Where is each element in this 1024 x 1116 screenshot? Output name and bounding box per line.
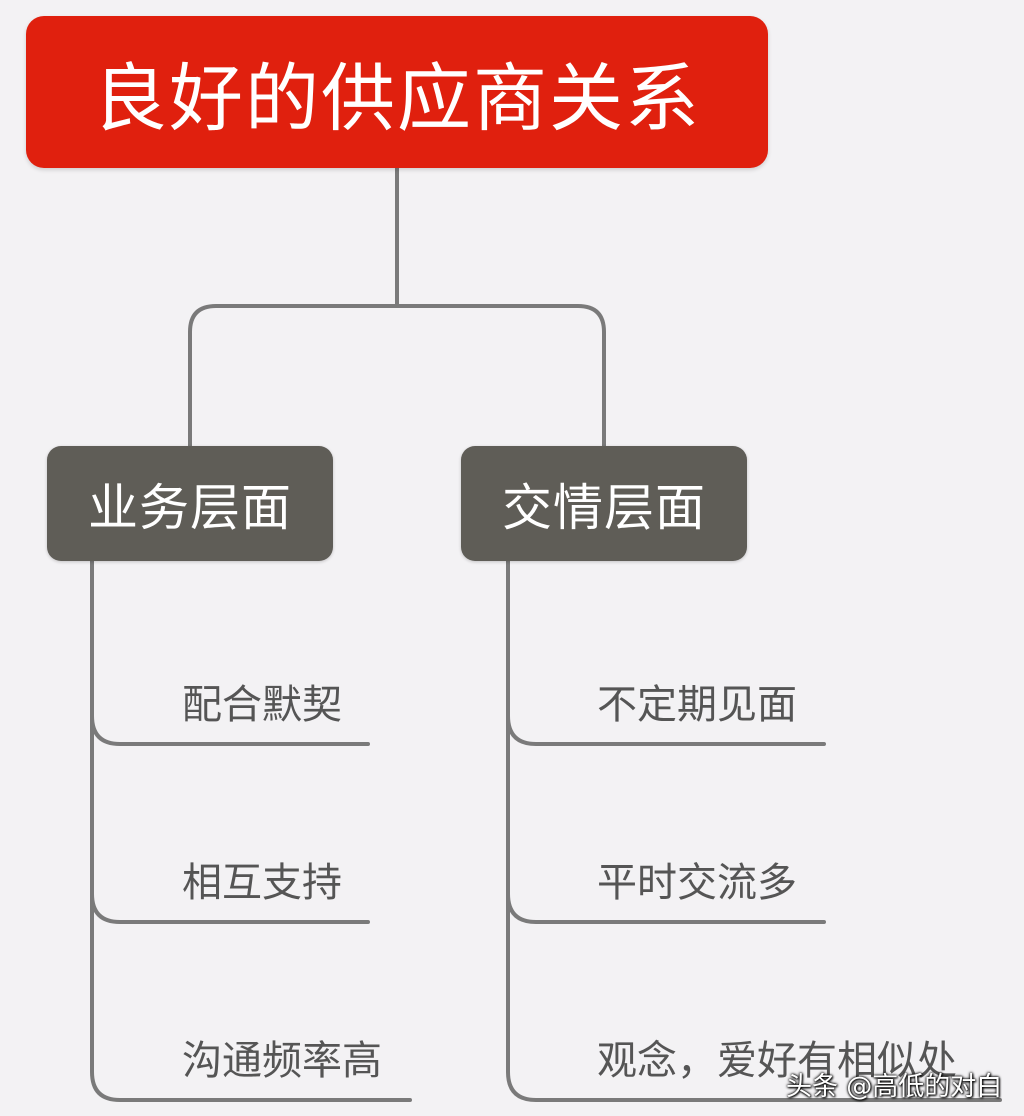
branch-node-relationship: 交情层面 bbox=[461, 446, 747, 561]
right-branch-connector bbox=[506, 892, 1002, 1102]
leaf-node-label: 观念，爱好有相似处 bbox=[597, 1038, 957, 1084]
branch-node-label: 业务层面 bbox=[88, 478, 292, 537]
leaf-node-label: 平时交流多 bbox=[597, 860, 797, 906]
leaf-node-label: 相互支持 bbox=[182, 860, 342, 906]
root-node-label: 良好的供应商关系 bbox=[93, 55, 701, 142]
leaf-node-label: 不定期见面 bbox=[597, 682, 797, 728]
branch-node-business: 业务层面 bbox=[47, 446, 333, 561]
leaf-node-label: 配合默契 bbox=[182, 682, 342, 728]
branch-node-label: 交情层面 bbox=[502, 478, 706, 537]
leaf-node-label: 沟通频率高 bbox=[182, 1038, 382, 1084]
split-line bbox=[188, 304, 606, 448]
watermark-text: 头条 @高低的对白 bbox=[786, 1072, 1003, 1102]
left-branch-connector bbox=[90, 892, 412, 1102]
root-node: 良好的供应商关系 bbox=[26, 16, 768, 168]
